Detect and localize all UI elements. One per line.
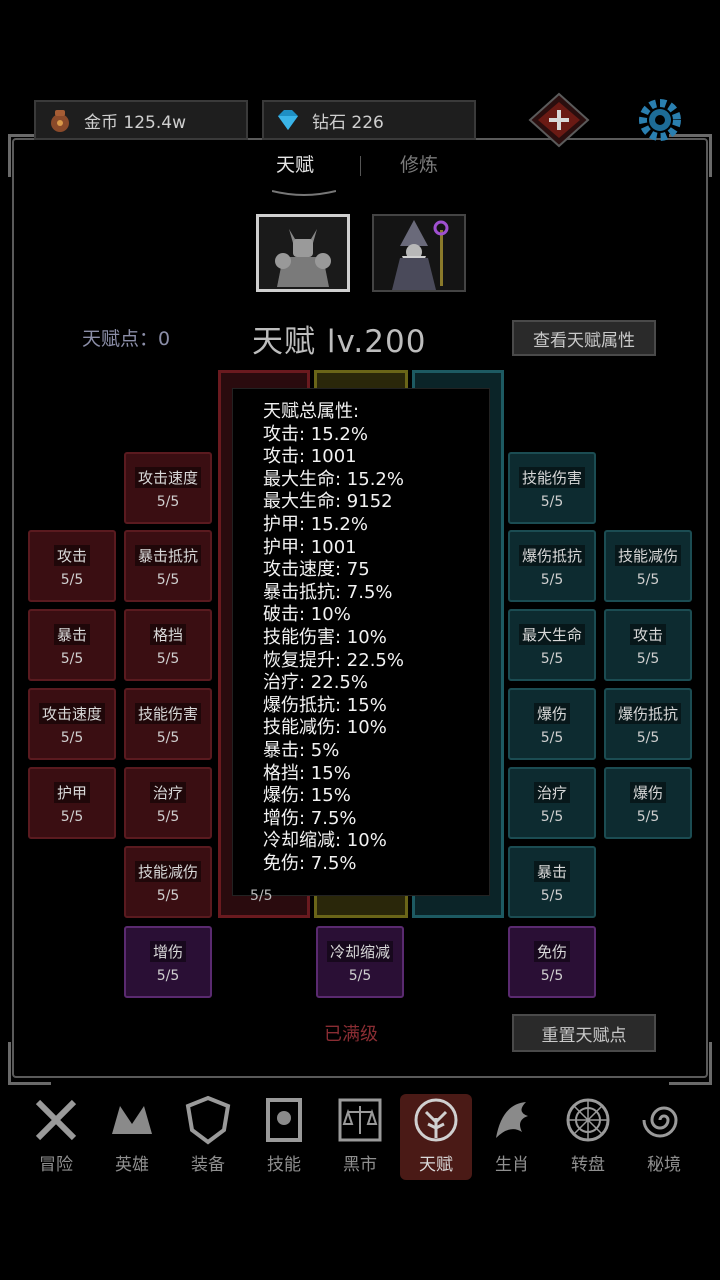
vortex-icon — [642, 1106, 678, 1138]
nav-wheel[interactable]: 转盘 — [552, 1094, 624, 1180]
hero-icon — [112, 1106, 152, 1134]
tab-active-ornament — [271, 182, 337, 196]
tab-cultivate[interactable]: 修炼 — [400, 154, 439, 176]
tooltip-line: 攻击速度: 75 — [263, 559, 370, 581]
nav-black-market[interactable]: 黑市 — [324, 1094, 396, 1180]
tree-icon — [414, 1098, 458, 1142]
tooltip-title: 天赋总属性: — [263, 401, 360, 422]
settings-button[interactable] — [636, 96, 684, 144]
tooltip-line: 格挡: 15% — [263, 762, 351, 784]
diamond-label: 钻石 226 — [312, 112, 384, 133]
class-portrait-mage[interactable] — [372, 214, 466, 292]
nav-hero[interactable]: 英雄 — [96, 1094, 168, 1180]
tooltip-line: 护甲: 1001 — [263, 536, 357, 558]
nav-equipment[interactable]: 装备 — [172, 1094, 244, 1180]
tooltip-line: 破击: 10% — [263, 604, 351, 626]
tooltip-line: 冷却缩减: 10% — [263, 830, 387, 852]
tooltip-line: 最大生命: 9152 — [263, 491, 393, 513]
wheel-icon — [566, 1098, 610, 1142]
crossed-swords-icon — [35, 1099, 77, 1141]
partial-cell-level: 5/5 — [250, 888, 273, 904]
diamond-display[interactable]: 钻石 226 — [262, 100, 476, 140]
nav-secret-realm[interactable]: 秘境 — [628, 1094, 700, 1180]
tooltip-line: 增伤: 7.5% — [263, 807, 357, 829]
tooltip-line: 免伤: 7.5% — [263, 852, 357, 874]
nav-adventure[interactable]: 冒险 — [20, 1094, 92, 1180]
nav-skills[interactable]: 技能 — [248, 1094, 320, 1180]
frame-corner — [8, 134, 51, 177]
tab-divider — [360, 156, 361, 176]
tooltip-line: 最大生命: 15.2% — [263, 468, 404, 490]
frame-corner — [669, 1042, 712, 1085]
add-currency-button[interactable] — [528, 92, 590, 148]
shield-icon — [185, 1095, 231, 1145]
tooltip-line: 爆伤抵抗: 15% — [263, 694, 387, 716]
gold-bag-icon — [46, 106, 74, 134]
tooltip-line: 护甲: 15.2% — [263, 513, 368, 535]
tooltip-line: 攻击: 15.2% — [263, 423, 368, 445]
wizard-icon — [392, 220, 449, 290]
frame-corner — [8, 1042, 51, 1085]
tooltip-line: 技能减伤: 10% — [263, 717, 387, 739]
gold-label: 金币 125.4w — [84, 112, 186, 133]
talent-attributes-tooltip: 天赋总属性: 攻击: 15.2% 攻击: 1001 最大生命: 15.2% 最大… — [232, 388, 490, 896]
armored-knight-icon — [275, 229, 331, 287]
view-talent-attributes-button[interactable]: 查看天赋属性 — [512, 320, 656, 356]
tooltip-line: 爆伤: 15% — [263, 785, 351, 807]
book-icon — [266, 1098, 302, 1142]
dragon-icon — [496, 1102, 528, 1138]
nav-talent[interactable]: 天赋 — [400, 1094, 472, 1180]
tooltip-line: 暴击抵抗: 7.5% — [263, 581, 393, 603]
nav-zodiac[interactable]: 生肖 — [476, 1094, 548, 1180]
gear-icon — [639, 99, 681, 141]
tooltip-line: 治疗: 22.5% — [263, 672, 368, 694]
reset-talent-points-button[interactable]: 重置天赋点 — [512, 1014, 656, 1052]
class-portrait-warrior[interactable] — [256, 214, 350, 292]
max-level-status: 已满级 — [324, 1024, 378, 1045]
gold-display[interactable]: 金币 125.4w — [34, 100, 248, 140]
frame-corner — [669, 134, 712, 177]
tooltip-line: 技能伤害: 10% — [263, 626, 387, 648]
tooltip-line: 攻击: 1001 — [263, 446, 357, 468]
diamond-icon — [274, 106, 302, 134]
scales-icon — [338, 1098, 382, 1142]
tooltip-line: 暴击: 5% — [263, 739, 340, 761]
talent-points: 天赋点：0 — [82, 328, 171, 350]
tooltip-line: 恢复提升: 22.5% — [263, 649, 404, 671]
tab-talent[interactable]: 天赋 — [276, 154, 315, 176]
talent-level: 天赋 lv.200 — [252, 324, 427, 360]
